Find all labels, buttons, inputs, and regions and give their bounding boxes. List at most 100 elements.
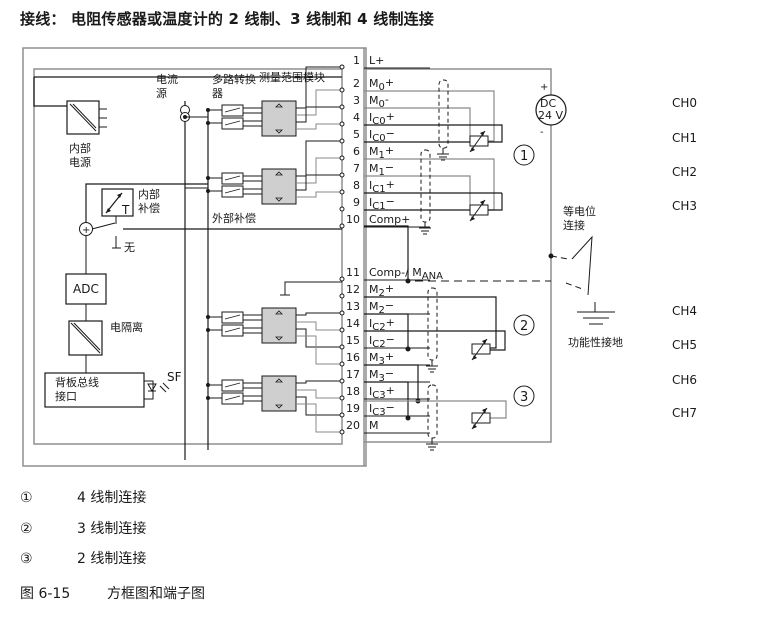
terminal-label: IC1+ bbox=[369, 178, 395, 195]
terminal-1: 1 L+ bbox=[339, 54, 430, 70]
channel-label-ch0: CH0 bbox=[672, 96, 698, 110]
terminal-screw bbox=[339, 276, 345, 282]
terminal-number: 7 bbox=[353, 162, 360, 175]
equipotential-label-2: 连接 bbox=[563, 219, 585, 232]
dc-24v-supply: DC 24 V + - bbox=[535, 82, 567, 138]
sf-led-icon bbox=[143, 380, 170, 400]
marker-3-wire: 2 bbox=[513, 314, 535, 336]
module-outer-frame bbox=[22, 47, 367, 467]
legend-item: ② 3 线制连接 bbox=[20, 518, 146, 538]
terminal-screw bbox=[339, 121, 345, 127]
legend-symbol: ① bbox=[20, 490, 33, 506]
terminal-number: 11 bbox=[346, 266, 360, 279]
equipotential-label-1: 等电位 bbox=[563, 204, 596, 218]
legend-text: 3 线制连接 bbox=[77, 521, 147, 537]
functional-ground-icon bbox=[577, 302, 615, 325]
legend-symbol: ② bbox=[20, 521, 33, 537]
cable-shield-3 bbox=[426, 287, 438, 373]
multiplexer-block-0 bbox=[206, 66, 340, 137]
sf-label: SF bbox=[167, 370, 182, 384]
terminal-label: IC0+ bbox=[369, 110, 395, 127]
terminal-label: M0+ bbox=[369, 76, 394, 93]
temperature-sensor-icon: T bbox=[85, 183, 208, 229]
supply-line2: 24 V bbox=[538, 109, 563, 122]
legend-item: ① 4 线制连接 bbox=[20, 487, 146, 507]
terminal-label: M3− bbox=[369, 367, 394, 384]
internal-comp-label-1: 内部 bbox=[138, 187, 160, 201]
multiplexer-block-3 bbox=[206, 375, 340, 433]
terminal-19: 19 IC3− bbox=[339, 401, 430, 418]
multiplexer-label-2: 器 bbox=[212, 87, 223, 100]
terminal-screw bbox=[339, 189, 345, 195]
legend-item: ③ 2 线制连接 bbox=[20, 548, 146, 568]
backplane-label-1: 背板总线 bbox=[55, 375, 99, 389]
range-module-block bbox=[261, 168, 297, 205]
terminal-screw bbox=[339, 155, 345, 161]
terminal-screw bbox=[339, 64, 345, 70]
terminal-screw bbox=[339, 293, 345, 299]
channel-label-ch6: CH6 bbox=[672, 373, 698, 387]
rtd-sensor-3 bbox=[471, 338, 491, 361]
terminal-number: 12 bbox=[346, 283, 360, 296]
terminal-number: 18 bbox=[346, 385, 360, 398]
functional-ground-label: 功能性接地 bbox=[568, 335, 623, 349]
current-source-icon bbox=[180, 101, 190, 460]
terminal-label: M2− bbox=[369, 299, 394, 316]
terminal-screw bbox=[339, 361, 345, 367]
range-module-block bbox=[261, 100, 297, 137]
legend-symbol: ③ bbox=[20, 551, 33, 567]
terminal-label: M2+ bbox=[369, 282, 394, 299]
terminal-18: 18 IC3+ bbox=[339, 384, 430, 401]
terminal-screw bbox=[339, 138, 345, 144]
legend-text: 4 线制连接 bbox=[77, 490, 147, 506]
terminal-screw bbox=[339, 327, 345, 333]
channel-label-ch3: CH3 bbox=[672, 199, 698, 213]
terminal-number: 3 bbox=[353, 94, 360, 107]
internal-power-label-2: 电源 bbox=[69, 155, 91, 169]
terminal-label: M bbox=[369, 419, 379, 432]
range-module-block bbox=[261, 307, 297, 344]
terminal-label: IC2− bbox=[369, 333, 395, 350]
svg-text:2: 2 bbox=[520, 319, 528, 334]
terminal-label: L+ bbox=[369, 54, 384, 67]
terminal-number: 13 bbox=[346, 300, 360, 313]
terminal-screw bbox=[339, 87, 345, 93]
internal-comp-label-2: 补偿 bbox=[138, 201, 160, 215]
figure-title: 方框图和端子图 bbox=[107, 586, 205, 602]
legend-text: 2 线制连接 bbox=[77, 551, 147, 567]
supply-minus: - bbox=[540, 127, 544, 138]
current-source-label-1: 电流 bbox=[156, 72, 178, 86]
terminal-label: M0- bbox=[369, 93, 389, 110]
channel-label-ch7: CH7 bbox=[672, 406, 698, 420]
terminal-screw bbox=[339, 104, 345, 110]
module-inner-frame bbox=[33, 68, 343, 445]
terminal-label: IC3− bbox=[369, 401, 395, 418]
channel-label-ch4: CH4 bbox=[672, 304, 698, 318]
backplane-label-2: 接口 bbox=[55, 390, 77, 403]
terminal-screw bbox=[339, 310, 345, 316]
terminal-number: 10 bbox=[346, 213, 360, 226]
terminal-number: 9 bbox=[353, 196, 360, 209]
channel-label-ch5: CH5 bbox=[672, 338, 698, 352]
isolation-block bbox=[68, 320, 103, 356]
figure-number: 图 6-15 bbox=[20, 586, 71, 602]
svg-text:+: + bbox=[82, 225, 90, 236]
terminal-screw bbox=[339, 378, 345, 384]
figure-caption: 图 6-15 方框图和端子图 bbox=[20, 583, 205, 603]
terminal-number: 19 bbox=[346, 402, 360, 415]
adc-label: ADC bbox=[73, 282, 99, 296]
terminal-label: IC3+ bbox=[369, 384, 395, 401]
none-label: 无 bbox=[124, 241, 135, 254]
marker-4-wire: 1 bbox=[513, 144, 535, 166]
terminal-label: Comp+ bbox=[369, 213, 410, 226]
external-comp-label: 外部补偿 bbox=[212, 211, 256, 225]
range-module-block bbox=[261, 375, 297, 412]
supply-plus: + bbox=[540, 82, 548, 93]
terminal-label: IC1− bbox=[369, 195, 395, 212]
terminal-number: 1 bbox=[353, 54, 360, 67]
terminal-label: M1− bbox=[369, 161, 394, 178]
